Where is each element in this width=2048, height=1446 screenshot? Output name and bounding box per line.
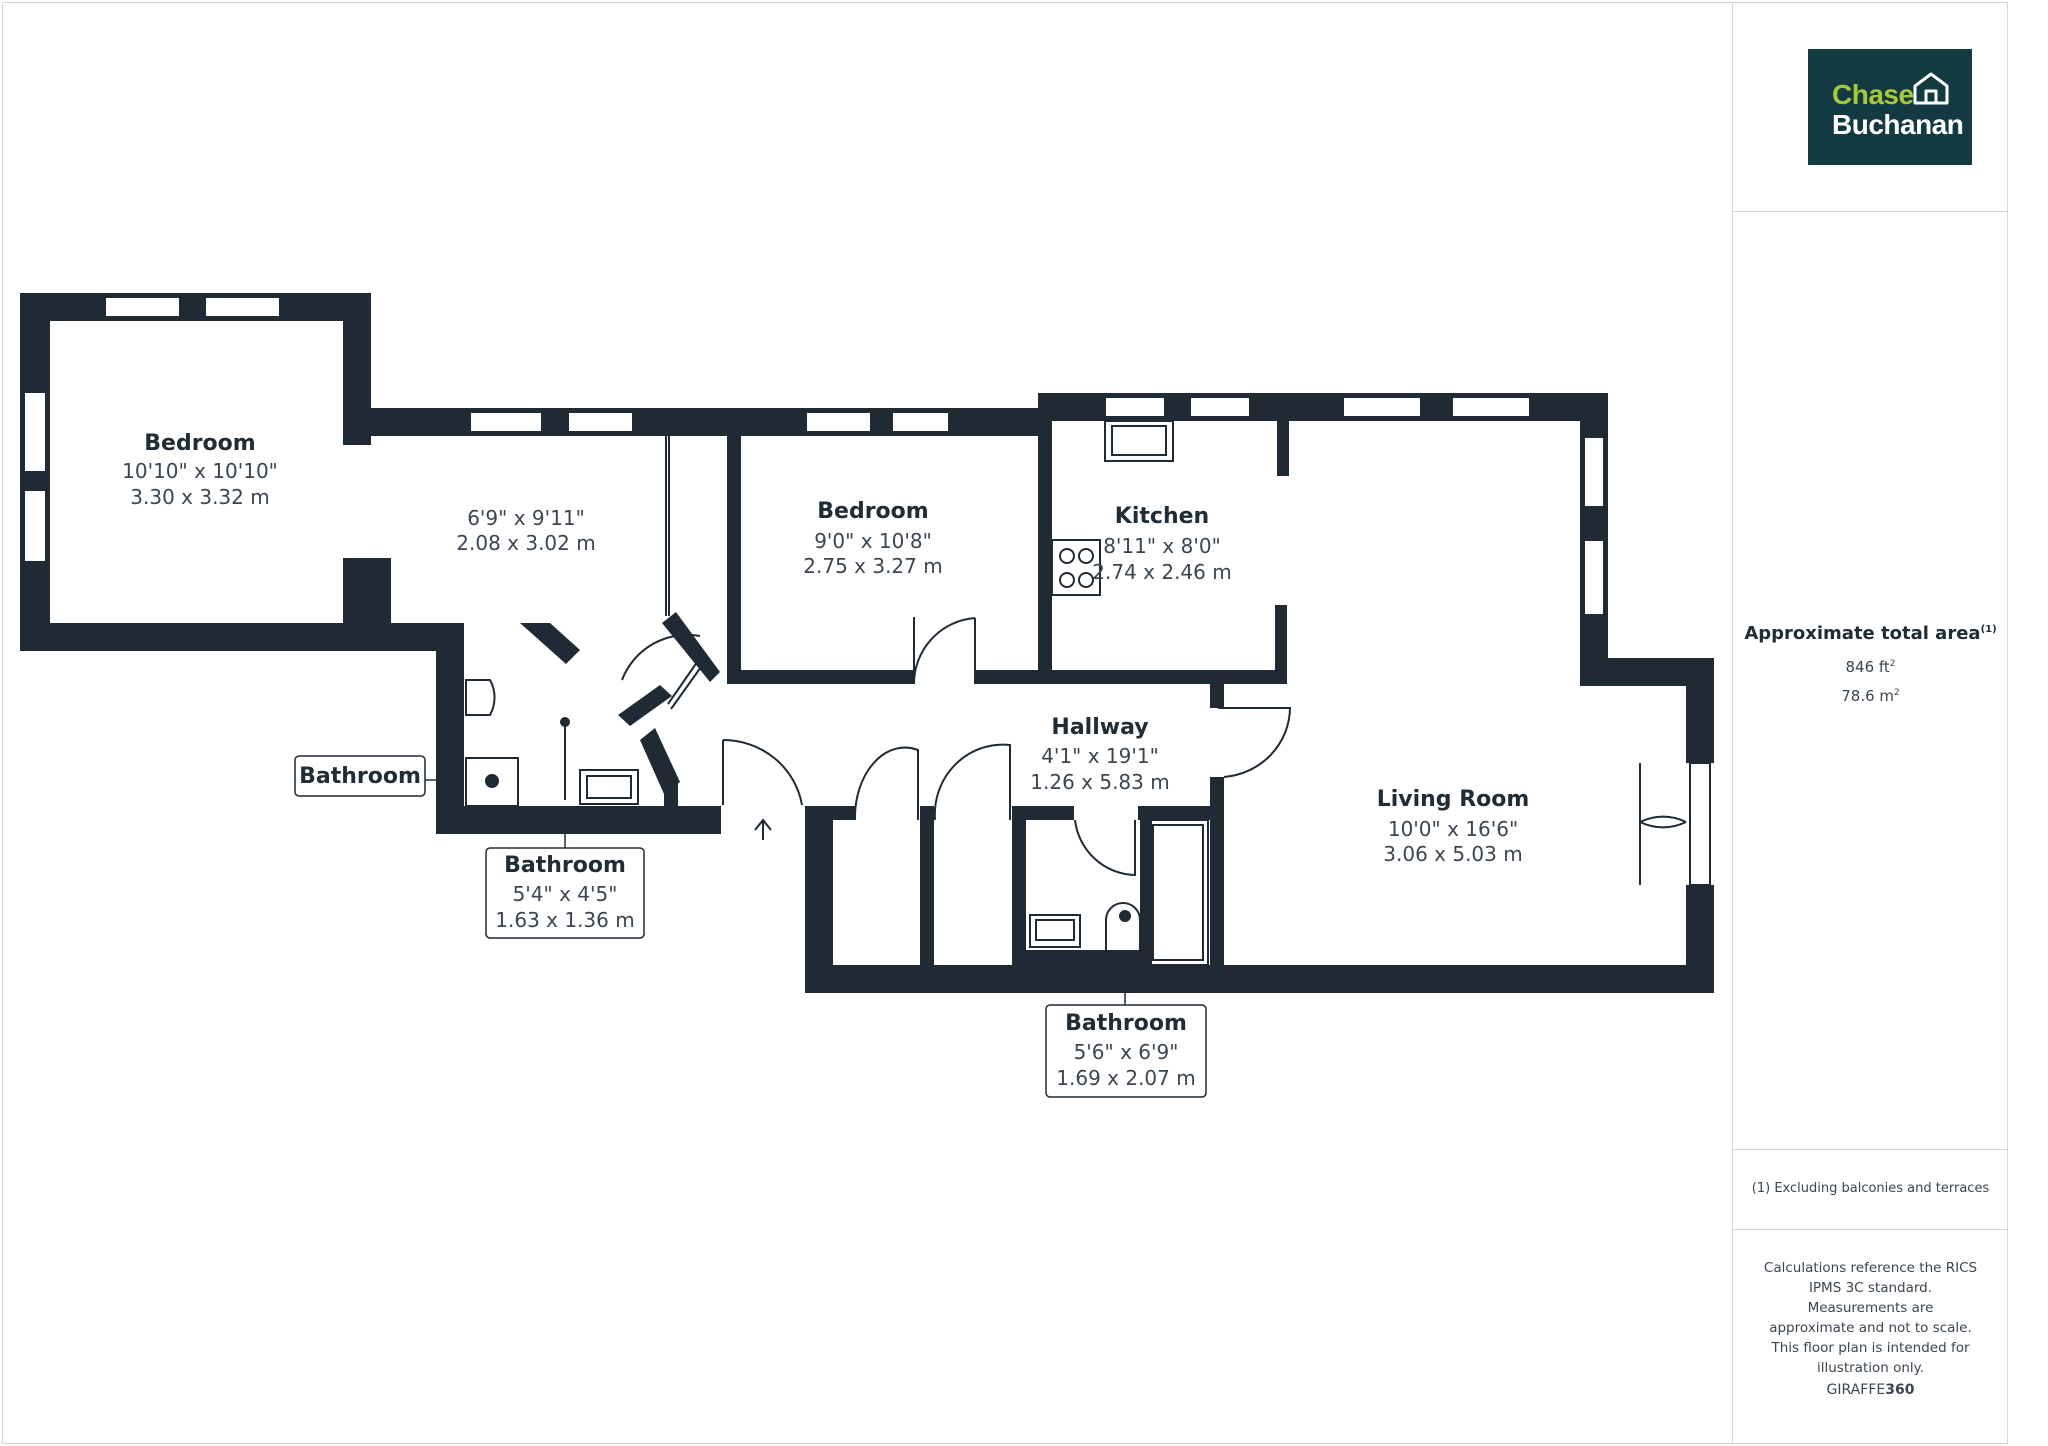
sidebar: Chase Buchanan Approximate total area(1)… bbox=[1732, 2, 2008, 1444]
room-dim-metric-bathroom-1: 1.63 x 1.36 m bbox=[495, 908, 634, 932]
windows bbox=[23, 296, 1711, 886]
room-dim-imperial-bedroom-1: 10'10" x 10'10" bbox=[122, 459, 278, 483]
area-square-metres: 78.6 m2 bbox=[1841, 687, 1900, 705]
chase-buchanan-logo: Chase Buchanan bbox=[1808, 49, 1972, 165]
room-dim-metric-kitchen: 2.74 x 2.46 m bbox=[1092, 560, 1231, 584]
north-arrow bbox=[754, 818, 772, 840]
logo-text-line-2: Buchanan bbox=[1832, 109, 1964, 140]
area-footnote: (1) Excluding balconies and terraces bbox=[1751, 1181, 1990, 1196]
bathroom-1-label: Bathroom 5'4" x 4'5" 1.63 x 1.36 m bbox=[485, 847, 645, 939]
room-dim-metric-bedroom-1: 3.30 x 3.32 m bbox=[130, 485, 269, 509]
room-name-hallway: Hallway bbox=[1051, 715, 1148, 740]
room-name-bedroom-1: Bedroom bbox=[144, 431, 255, 456]
divider bbox=[1733, 1149, 2008, 1150]
room-name-bathroom-left: Bathroom bbox=[299, 764, 421, 789]
room-name-bathroom-2: Bathroom bbox=[1065, 1011, 1187, 1036]
room-dim-imperial-bathroom-1: 5'4" x 4'5" bbox=[513, 882, 618, 906]
disclaimer: Calculations reference the RICS IPMS 3C … bbox=[1763, 1260, 1978, 1376]
floor-plan: Bedroom 10'10" x 10'10" 3.30 x 3.32 m 6'… bbox=[20, 293, 1714, 1098]
room-dim-metric-bathroom-2: 1.69 x 2.07 m bbox=[1056, 1066, 1195, 1090]
doors bbox=[621, 436, 1687, 885]
room-dim-metric-area-2: 2.08 x 3.02 m bbox=[456, 531, 595, 555]
fixtures bbox=[465, 420, 1209, 966]
room-name-living-room: Living Room bbox=[1377, 787, 1530, 812]
giraffe360-credit: GIRAFFE360 bbox=[1826, 1382, 1915, 1398]
room-dim-imperial-area-2: 6'9" x 9'11" bbox=[467, 506, 585, 530]
room-name-bathroom-1: Bathroom bbox=[504, 853, 626, 878]
room-name-kitchen: Kitchen bbox=[1115, 504, 1209, 529]
room-dim-imperial-bathroom-2: 5'6" x 6'9" bbox=[1074, 1040, 1179, 1064]
logo-text-line-1: Chase bbox=[1832, 79, 1914, 110]
page-frame bbox=[2, 2, 2008, 1444]
room-dim-imperial-kitchen: 8'11" x 8'0" bbox=[1103, 534, 1221, 558]
room-dim-imperial-living-room: 10'0" x 16'6" bbox=[1388, 817, 1518, 841]
divider bbox=[1733, 211, 2008, 212]
label-leaders bbox=[425, 779, 1126, 1005]
divider bbox=[1733, 1229, 2008, 1230]
room-dim-metric-hallway: 1.26 x 5.83 m bbox=[1030, 770, 1169, 794]
room-dim-imperial-hallway: 4'1" x 19'1" bbox=[1041, 744, 1159, 768]
house-icon bbox=[1913, 72, 1949, 105]
room-labels: Bedroom 10'10" x 10'10" 3.30 x 3.32 m 6'… bbox=[122, 431, 1529, 866]
area-title: Approximate total area(1) bbox=[1744, 623, 1997, 644]
room-dim-metric-bedroom-2: 2.75 x 3.27 m bbox=[803, 554, 942, 578]
bathroom-2-label: Bathroom 5'6" x 6'9" 1.69 x 2.07 m bbox=[1045, 1004, 1207, 1098]
room-dim-metric-living-room: 3.06 x 5.03 m bbox=[1383, 842, 1522, 866]
area-square-feet: 846 ft2 bbox=[1845, 658, 1896, 676]
bathroom-label-left: Bathroom bbox=[294, 755, 426, 797]
room-name-bedroom-2: Bedroom bbox=[817, 499, 928, 524]
room-dim-imperial-bedroom-2: 9'0" x 10'8" bbox=[814, 529, 932, 553]
